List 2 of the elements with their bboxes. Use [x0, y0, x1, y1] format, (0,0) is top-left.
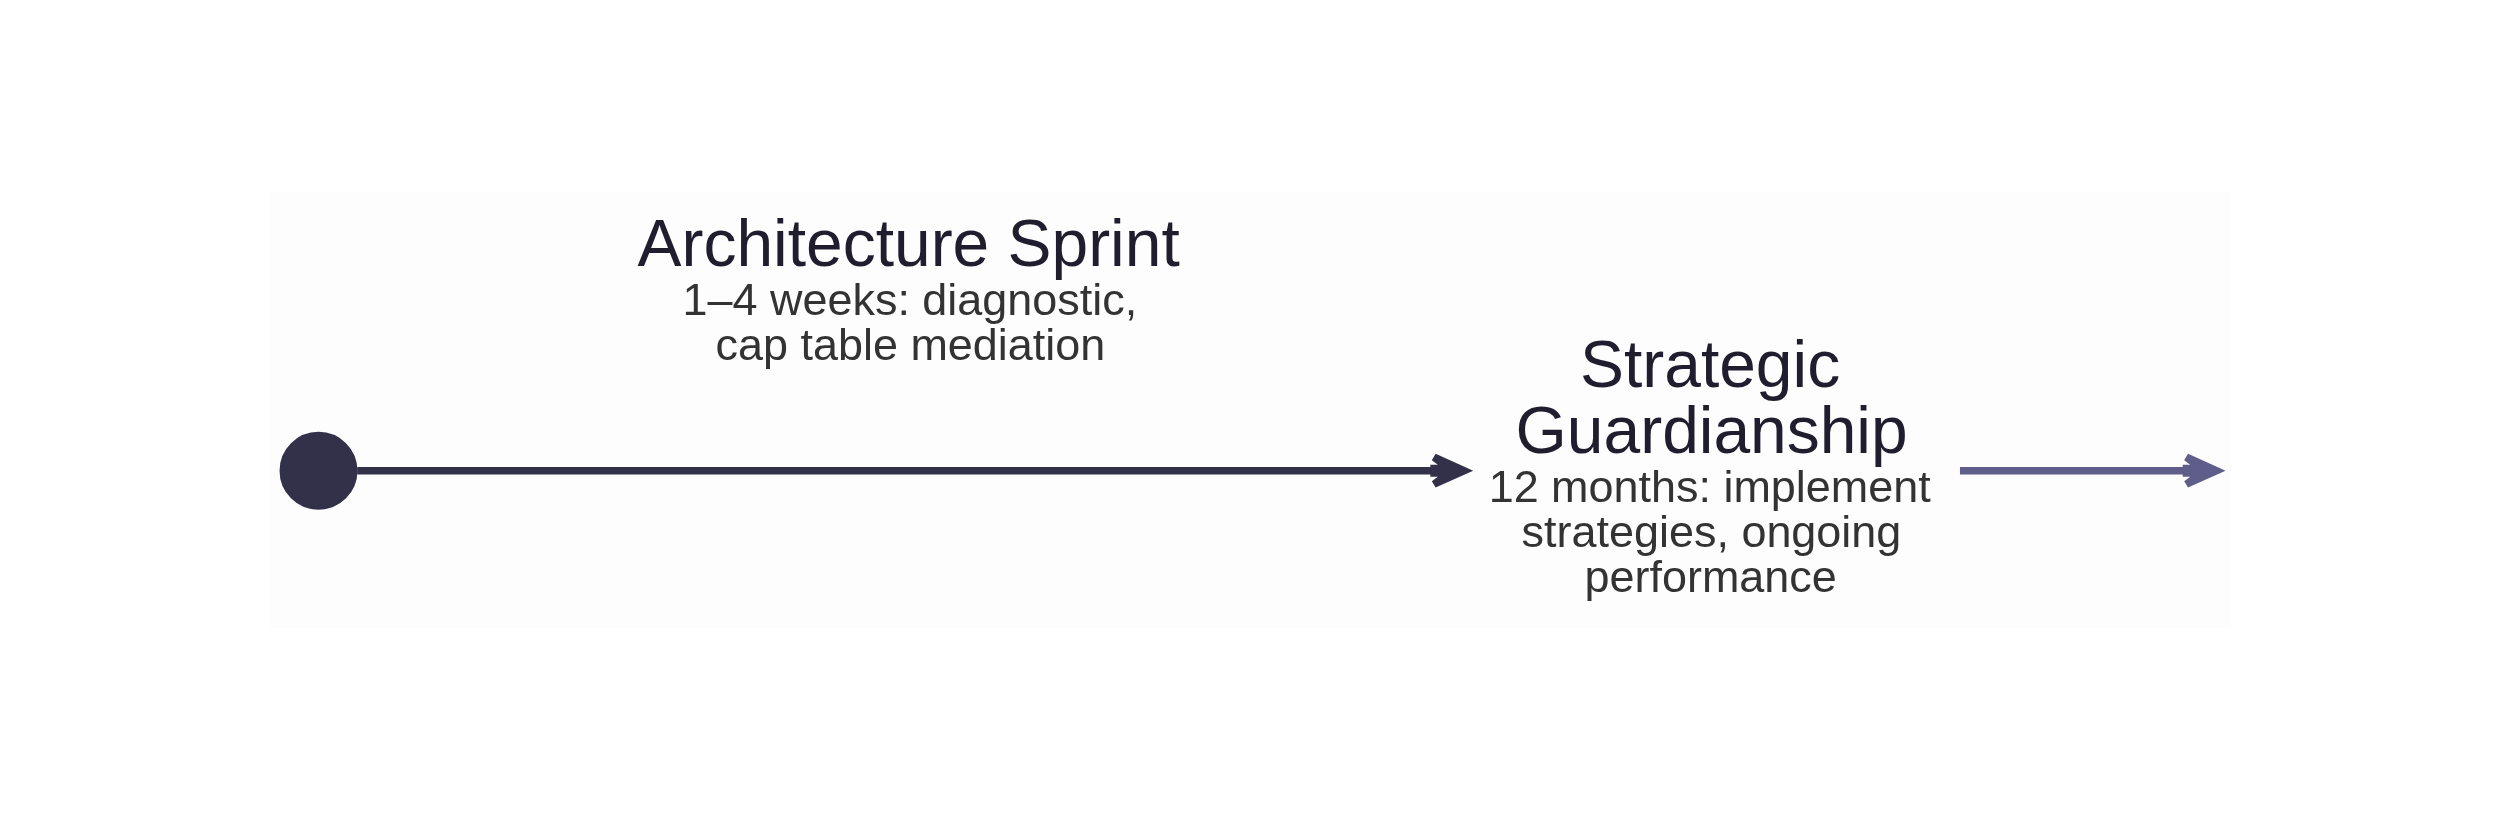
- node-text: Strategic Guardianship 12 months: implement strategies, ongoing performance: [1488, 327, 1931, 603]
- node-text: Architecture Sprint 1–4 weeks: diagnostic, cap table mediation: [637, 205, 1180, 370]
